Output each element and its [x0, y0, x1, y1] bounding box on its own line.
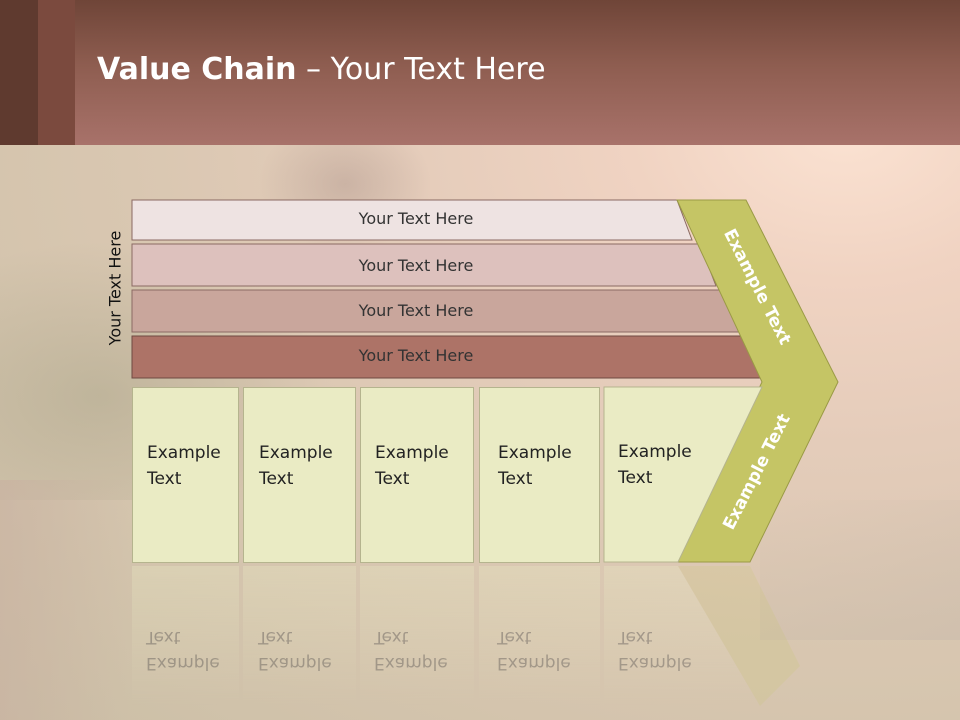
reflection-text-4: Example Text: [497, 624, 571, 676]
value-chain-row-2: [131, 243, 717, 287]
background-board-shape: [0, 480, 130, 720]
reflection-box: [360, 566, 474, 706]
box-line-2: Text: [147, 469, 182, 489]
header-band: Value Chain – Your Text Here: [0, 0, 960, 145]
box-line-2: Text: [375, 469, 410, 489]
reflection-line-2: Text: [258, 627, 293, 647]
reflection-line-1: Example: [146, 653, 220, 673]
reflection-line-2: Text: [497, 627, 532, 647]
reflection-line-1: Example: [618, 653, 692, 673]
box-line-1: Example: [259, 443, 333, 463]
diagram-reflection: Example Text Example Text Example Text Exam…: [0, 566, 960, 716]
reflection-line-1: Example: [258, 653, 332, 673]
reflection-text-2: Example Text: [258, 624, 332, 676]
row-label-3: Your Text Here: [358, 301, 474, 320]
vertical-label: Your Text Here: [105, 230, 125, 346]
value-chain-chevron: [676, 199, 839, 563]
box-line-2: Text: [618, 468, 653, 488]
background-ledge-shape: [760, 500, 960, 640]
title-rest-part: – Your Text Here: [296, 52, 546, 87]
box-line-1: Example: [147, 443, 221, 463]
header-accent-stripe: [0, 0, 38, 145]
box-line-1: Example: [498, 443, 572, 463]
header-accent-stripe-light: [38, 0, 75, 145]
chevron-divider-box: [603, 386, 763, 563]
reflection-box: [243, 566, 356, 706]
reflection-box: [479, 566, 600, 706]
reflection-chevron: [678, 566, 800, 706]
row-label-2: Your Text Here: [358, 256, 474, 275]
row-label-1: Your Text Here: [358, 209, 474, 228]
reflection-line-2: Text: [374, 627, 409, 647]
box-line-1: Example: [618, 442, 692, 462]
title-bold-part: Value Chain: [97, 52, 297, 87]
value-chain-row-1: [131, 199, 693, 241]
row-label-4: Your Text Here: [358, 346, 474, 365]
box-line-2: Text: [498, 469, 533, 489]
reflection-text-5: Example Text: [618, 624, 692, 676]
reflection-line-1: Example: [497, 653, 571, 673]
reflection-line-2: Text: [618, 627, 653, 647]
reflection-text-3: Example Text: [374, 624, 448, 676]
reflection-shapes: [132, 566, 800, 706]
reflection-text-1: Example Text: [146, 624, 220, 676]
reflection-box: [604, 566, 760, 706]
reflection-line-2: Text: [146, 627, 181, 647]
slide-title: Value Chain – Your Text Here: [97, 52, 546, 87]
box-line-2: Text: [259, 469, 294, 489]
reflection-line-1: Example: [374, 653, 448, 673]
box-line-1: Example: [375, 443, 449, 463]
reflection-box: [132, 566, 239, 706]
